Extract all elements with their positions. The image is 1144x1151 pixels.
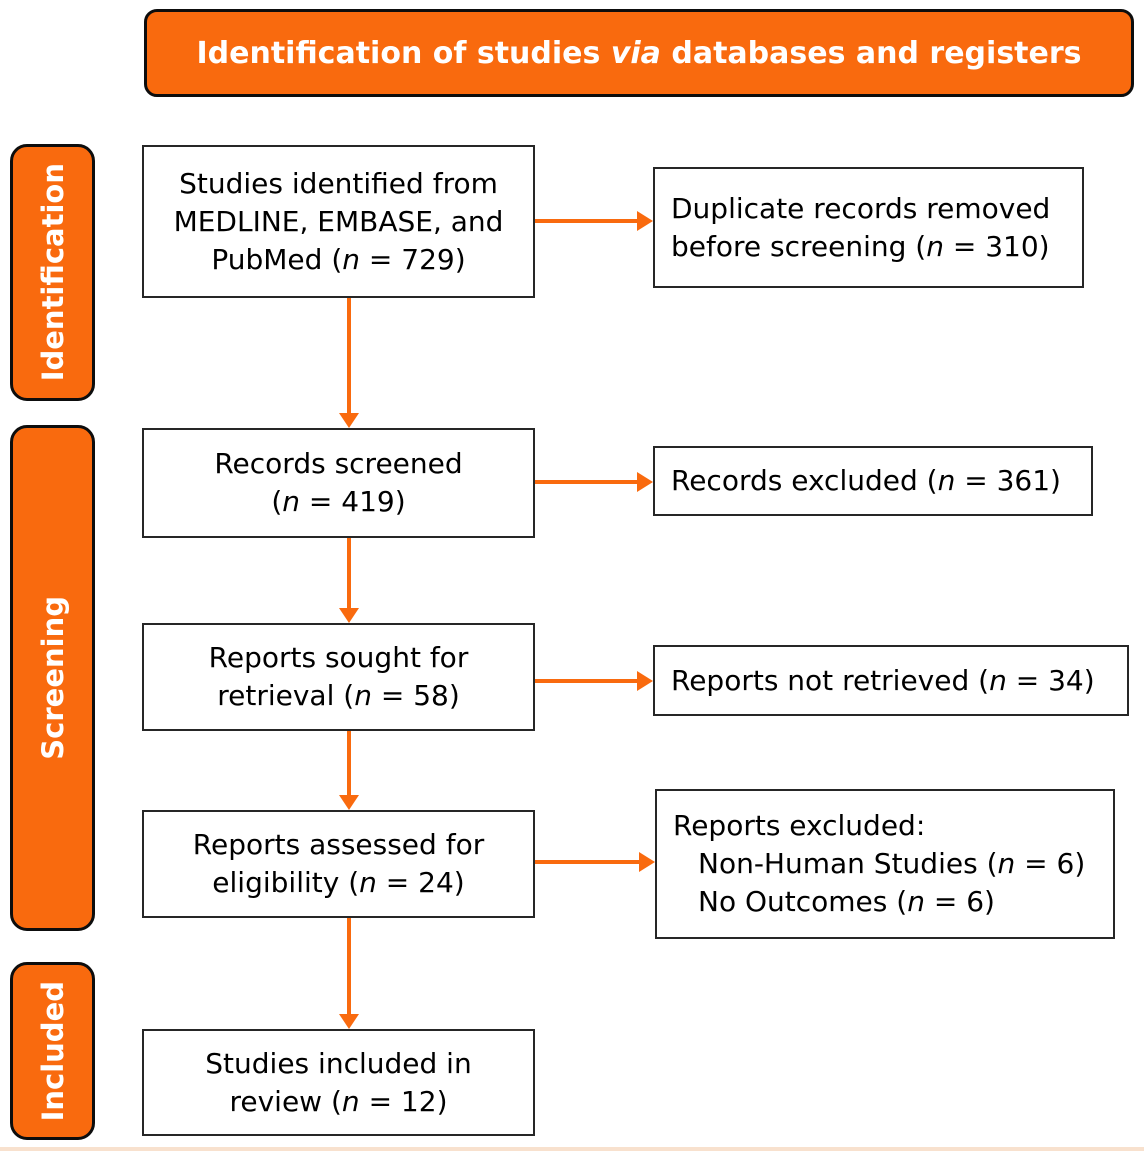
box-text-line: Reports excluded: [673, 809, 926, 842]
arrow-right-to-duplicates-removed [535, 219, 638, 223]
cropped-edge-artifact [0, 1147, 1144, 1151]
box-text-line: Studies identified from [179, 166, 498, 200]
box-text-line: No Outcomes (n = 6) [698, 885, 995, 918]
title-text-pre: Identification of studies [196, 35, 611, 71]
title-text-post: databases and registers [660, 35, 1082, 71]
stage-label-identification-text: Identification [35, 163, 70, 382]
box-records-excluded: Records excluded (n = 361) [653, 446, 1093, 516]
box-text-line: PubMed (n = 729) [211, 242, 466, 276]
box-text-line: before screening (n = 310) [671, 229, 1050, 263]
arrow-down-screened-to-sought [347, 538, 351, 609]
box-text-line: Reports assessed for [192, 828, 485, 861]
box-text-line: Reports not retrieved (n = 34) [671, 663, 1095, 697]
box-text-line: Duplicate records removed [671, 191, 1051, 225]
box-text-line: Records excluded (n = 361) [671, 464, 1061, 497]
box-reports-sought: Reports sought for retrieval (n = 58) [142, 623, 535, 731]
box-text-line: Reports sought for [208, 641, 469, 674]
stage-label-included: Included [10, 962, 95, 1140]
box-reports-excluded: Reports excluded: Non-Human Studies (n =… [655, 789, 1115, 939]
box-studies-identified: Studies identified from MEDLINE, EMBASE,… [142, 145, 535, 298]
stage-label-included-text: Included [35, 980, 70, 1122]
box-text-line: eligibility (n = 24) [212, 866, 465, 899]
box-text-line: (n = 419) [271, 485, 406, 518]
arrow-down-sought-to-assessed [347, 731, 351, 796]
box-reports-not-retrieved: Reports not retrieved (n = 34) [653, 645, 1129, 716]
box-studies-included: Studies included in review (n = 12) [142, 1029, 535, 1136]
box-text-line: Records screened [214, 447, 463, 480]
arrow-right-to-records-excluded [535, 480, 638, 484]
box-records-screened: Records screened (n = 419) [142, 428, 535, 538]
stage-label-screening: Screening [10, 425, 95, 931]
arrow-right-to-reports-not-retrieved [535, 679, 638, 683]
box-text-line: Studies included in [205, 1046, 472, 1080]
box-reports-assessed: Reports assessed for eligibility (n = 24… [142, 810, 535, 918]
arrow-right-to-reports-excluded [535, 860, 640, 864]
stage-label-identification: Identification [10, 144, 95, 401]
arrow-down-identified-to-screened [347, 298, 351, 414]
title-text-italic: via [610, 35, 661, 71]
box-text-line: Non-Human Studies (n = 6) [698, 847, 1086, 880]
stage-label-screening-text: Screening [35, 596, 70, 760]
box-text-line: MEDLINE, EMBASE, and [173, 204, 504, 238]
box-duplicates-removed: Duplicate records removed before screeni… [653, 167, 1084, 288]
box-text-line: review (n = 12) [229, 1084, 448, 1118]
arrow-down-assessed-to-included [347, 918, 351, 1015]
box-text-line: retrieval (n = 58) [217, 679, 460, 712]
title-banner: Identification of studies via databases … [144, 9, 1134, 97]
